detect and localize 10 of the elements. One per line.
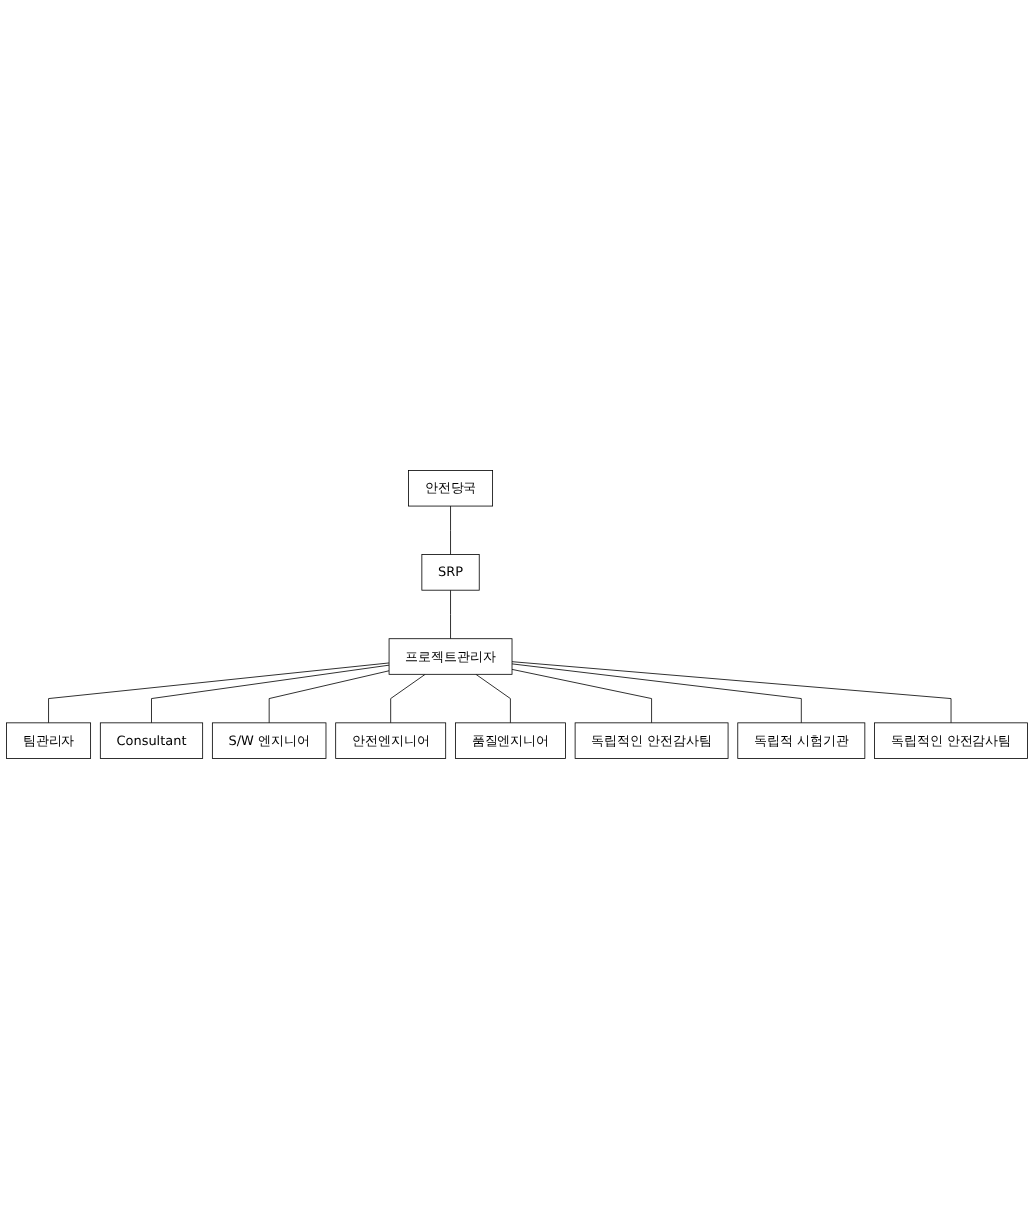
connector (511, 668, 652, 723)
connector (390, 673, 426, 723)
connector (511, 663, 802, 723)
connector (151, 664, 390, 723)
connector (48, 662, 390, 723)
connector (450, 505, 451, 555)
connector (511, 660, 952, 723)
connector (475, 673, 511, 723)
connector (450, 589, 451, 639)
connector (268, 669, 390, 723)
